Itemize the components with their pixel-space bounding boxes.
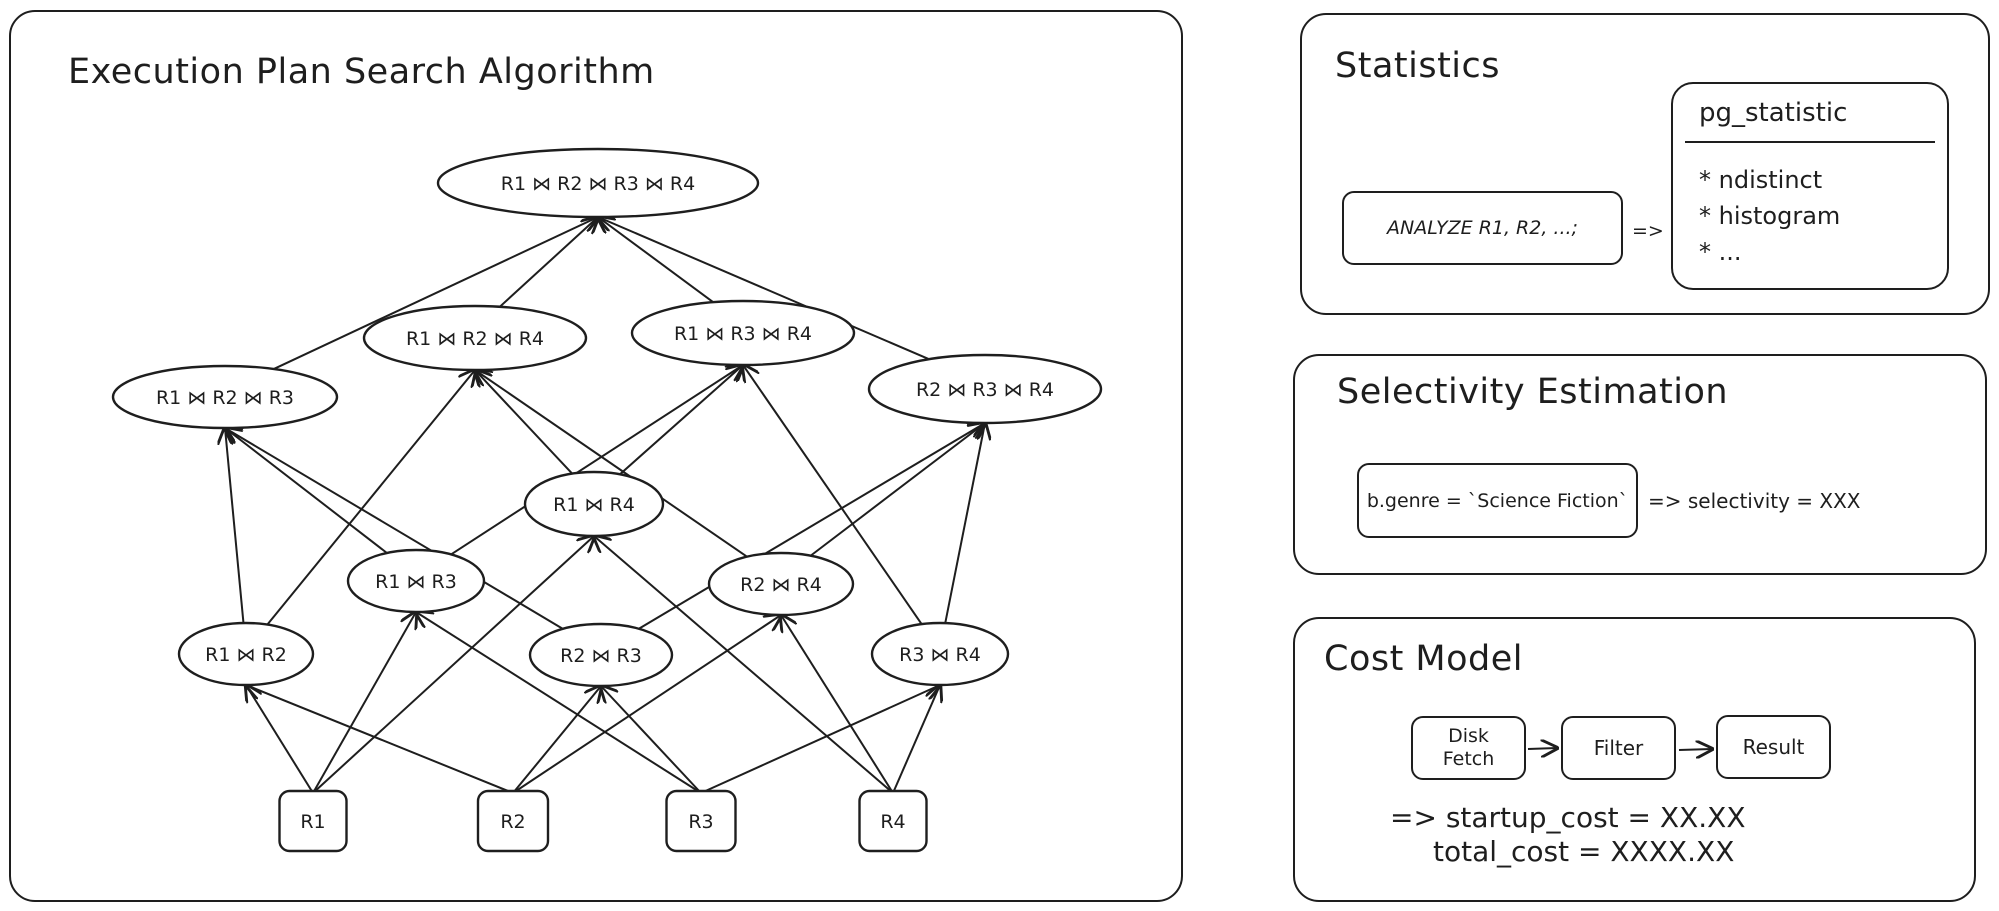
pg-statistic-name: pg_statistic <box>1699 98 1848 128</box>
plan-edge <box>225 428 388 554</box>
plan-node-label: R1 <box>300 811 325 833</box>
plan-edge <box>743 365 923 625</box>
plan-edge <box>619 365 743 476</box>
relation-box <box>858 789 928 853</box>
plan-edge <box>246 685 314 794</box>
plan-edge <box>312 536 594 794</box>
pg-statistic-item: * ndistinct <box>1699 166 1823 194</box>
plan-edge <box>598 217 714 303</box>
pg-statistic-item: * ... <box>1699 238 1742 266</box>
join-ellipse <box>362 304 588 372</box>
join-ellipse <box>177 621 315 687</box>
plan-edge <box>475 370 748 558</box>
pg-statistic-box: pg_statistic * ndistinct * histogram * .… <box>1671 82 1949 290</box>
plan-node-r123: R1 ⋈ R2 ⋈ R3 <box>111 364 339 430</box>
plan-edge <box>225 428 564 630</box>
plan-node-label: R1 ⋈ R3 ⋈ R4 <box>674 323 812 345</box>
plan-node-label: R4 <box>880 811 905 833</box>
analyze-command-box: ANALYZE R1, R2, ...; <box>1342 191 1623 265</box>
filter-box: Filter <box>1561 716 1676 780</box>
join-ellipse <box>867 353 1103 425</box>
plan-node-label: R3 ⋈ R4 <box>899 644 981 666</box>
join-ellipse <box>528 622 674 688</box>
plan-node-r23: R2 ⋈ R3 <box>528 622 674 688</box>
plan-node-r13: R1 ⋈ R3 <box>346 548 486 614</box>
plan-node-r14: R1 ⋈ R4 <box>523 470 665 538</box>
plan-node-label: R1 ⋈ R3 <box>375 571 457 593</box>
join-ellipse <box>870 621 1010 687</box>
plan-node-label: R2 <box>500 811 525 833</box>
plan-node-label: R2 ⋈ R3 <box>560 645 642 667</box>
plan-node-r1234: R1 ⋈ R2 ⋈ R3 ⋈ R4 <box>436 147 760 219</box>
join-ellipse <box>436 147 760 219</box>
plan-node-label: R2 ⋈ R4 <box>740 574 822 596</box>
plan-node-r124: R1 ⋈ R2 ⋈ R4 <box>362 304 588 372</box>
selectivity-result: => selectivity = XXX <box>1648 489 1861 513</box>
plan-edge <box>944 423 985 624</box>
join-ellipse <box>707 551 855 617</box>
statistics-title: Statistics <box>1335 46 1500 86</box>
plan-node-label: R3 <box>688 811 713 833</box>
plan-edge <box>246 685 514 794</box>
plan-node-r134: R1 ⋈ R3 ⋈ R4 <box>630 299 856 367</box>
relation-box <box>278 789 348 853</box>
disk-fetch-box: Disk Fetch <box>1411 716 1526 780</box>
plan-edge <box>312 612 416 794</box>
plan-edge <box>598 217 930 361</box>
plan-node-r1: R1 <box>278 789 348 853</box>
plan-node-label: R1 ⋈ R2 <box>205 644 287 666</box>
filter-label: Filter <box>1593 736 1644 760</box>
plan-node-label: R1 ⋈ R4 <box>553 494 635 516</box>
plan-node-r12: R1 ⋈ R2 <box>177 621 315 687</box>
predicate-box: b.genre = `Science Fiction` <box>1357 463 1638 538</box>
plan-edge <box>273 217 598 370</box>
plan-edge <box>594 536 894 794</box>
plan-edge <box>892 685 940 794</box>
statistics-arrow: => <box>1632 220 1664 242</box>
plan-search-title: Execution Plan Search Algorithm <box>68 52 655 92</box>
plan-edge <box>266 370 475 626</box>
plan-edge <box>450 365 743 556</box>
plan-edge <box>225 428 245 624</box>
plan-node-r2: R2 <box>476 789 550 853</box>
plan-edge <box>499 217 598 308</box>
plan-edge <box>700 685 940 794</box>
plan-node-r3: R3 <box>665 789 737 853</box>
result-box: Result <box>1716 715 1831 779</box>
plan-edge <box>781 615 894 794</box>
plan-edge <box>638 423 985 630</box>
plan-node-r34: R3 ⋈ R4 <box>870 621 1010 687</box>
analyze-command: ANALYZE R1, R2, ...; <box>1387 217 1578 239</box>
cost-model-title: Cost Model <box>1324 639 1524 679</box>
plan-edge <box>475 370 573 475</box>
plan-node-r4: R4 <box>858 789 928 853</box>
plan-edge <box>809 423 985 557</box>
plan-node-r234: R2 ⋈ R3 ⋈ R4 <box>867 353 1103 425</box>
plan-edge <box>601 686 702 794</box>
relation-box <box>476 789 550 853</box>
plan-node-label: R2 ⋈ R3 ⋈ R4 <box>916 379 1054 401</box>
plan-edge <box>416 612 702 794</box>
disk-fetch-label: Disk Fetch <box>1442 725 1495 770</box>
relation-box <box>665 789 737 853</box>
plan-edge <box>512 615 781 794</box>
plan-node-label: R1 ⋈ R2 ⋈ R3 ⋈ R4 <box>501 173 695 195</box>
plan-node-r24: R2 ⋈ R4 <box>707 551 855 617</box>
join-ellipse <box>346 548 486 614</box>
join-ellipse <box>111 364 339 430</box>
pg-statistic-item: * histogram <box>1699 202 1841 230</box>
plan-node-label: R1 ⋈ R2 ⋈ R3 <box>156 387 294 409</box>
total-cost-line: total_cost = XXXX.XX <box>1433 835 1735 868</box>
predicate-text: b.genre = `Science Fiction` <box>1366 489 1629 512</box>
plan-node-label: R1 ⋈ R2 ⋈ R4 <box>406 328 544 350</box>
result-label: Result <box>1742 735 1805 759</box>
selectivity-title: Selectivity Estimation <box>1337 372 1729 412</box>
plan-edge <box>512 686 601 794</box>
join-ellipse <box>523 470 665 538</box>
pg-statistic-divider <box>1685 141 1935 143</box>
startup-cost-line: => startup_cost = XX.XX <box>1390 801 1746 834</box>
join-ellipse <box>630 299 856 367</box>
